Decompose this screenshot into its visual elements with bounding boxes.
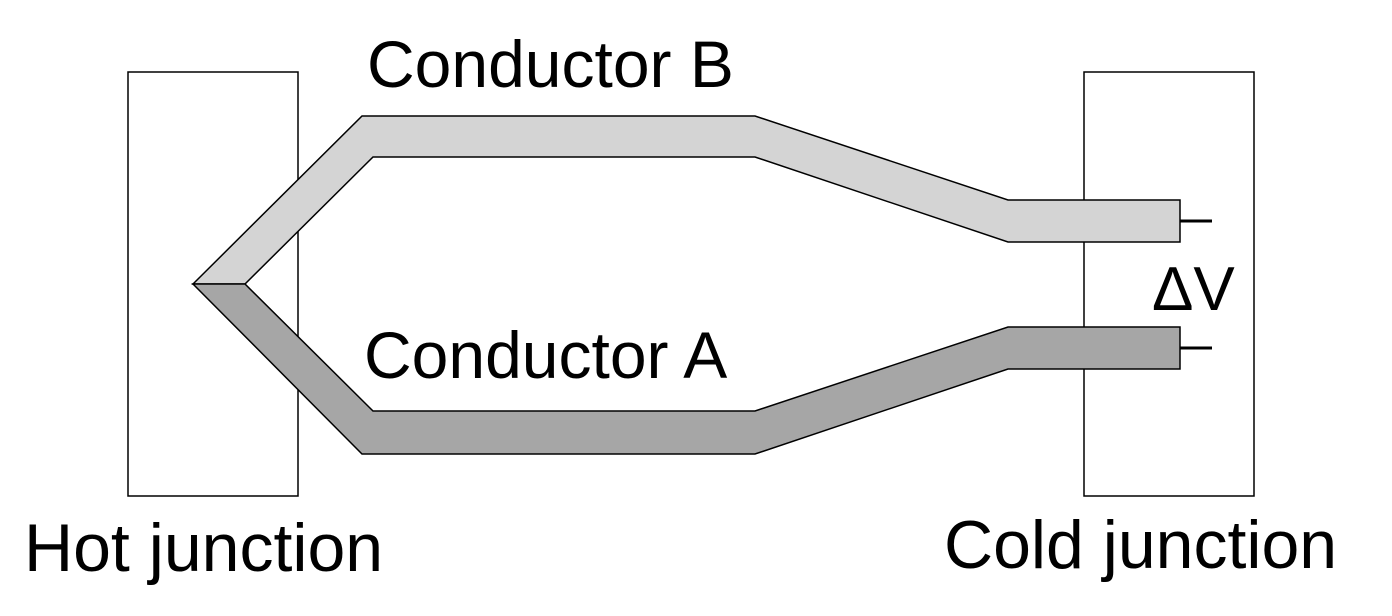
voltage-label: ΔV <box>1152 255 1235 324</box>
cold-junction-label: Cold junction <box>944 507 1337 583</box>
conductor-b-label: Conductor B <box>367 27 734 101</box>
conductor-a-wire <box>191 283 1181 455</box>
conductor-b-wire <box>191 115 1181 285</box>
cold-junction-block <box>1083 71 1255 497</box>
hot-junction-label: Hot junction <box>24 510 383 586</box>
conductor-a-label: Conductor A <box>364 318 727 392</box>
